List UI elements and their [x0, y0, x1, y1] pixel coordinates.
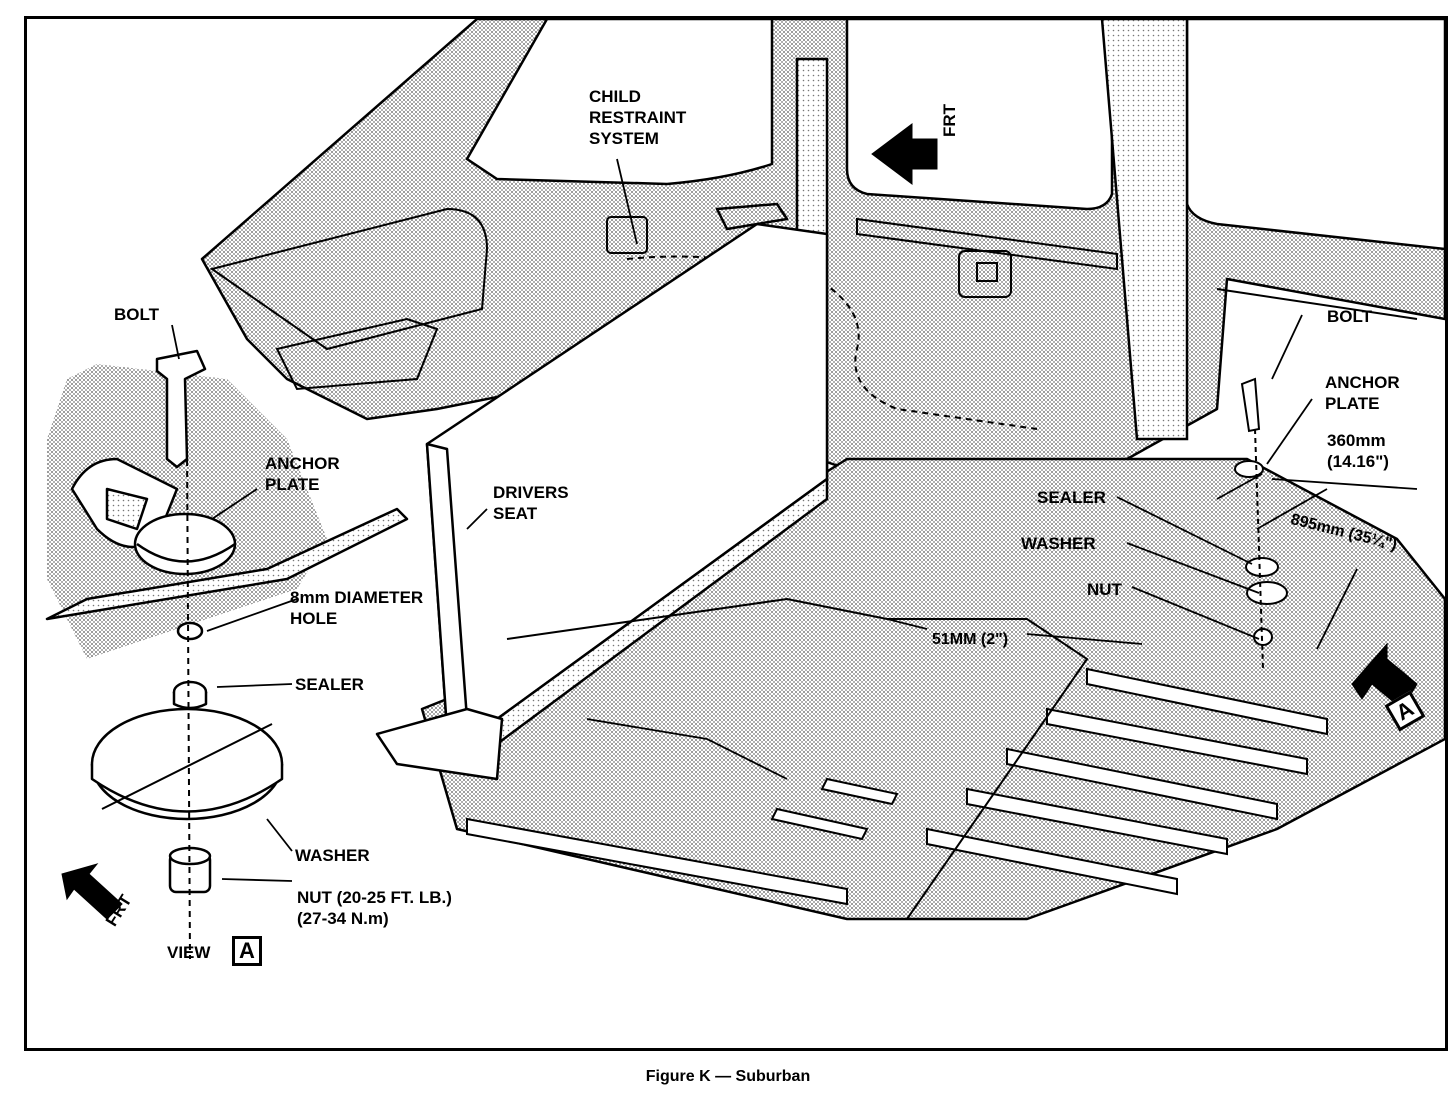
- floor-ribs: [466, 667, 1328, 906]
- label-frt-top: FRT: [940, 103, 959, 137]
- figure-frame: CHILD RESTRAINT SYSTEM DRIVERS SEAT FRT …: [24, 16, 1448, 1051]
- label-child-restraint: CHILD RESTRAINT SYSTEM: [589, 87, 687, 148]
- main-sealer-label: SEALER: [1037, 488, 1106, 507]
- main-51-label: 51MM (2"): [932, 631, 1009, 648]
- view-a-box: A: [232, 936, 262, 966]
- door-trim: [209, 207, 1418, 391]
- drivers-seat: [375, 202, 829, 781]
- main-hardware: [1234, 377, 1288, 670]
- detail-washer-label: WASHER: [295, 846, 370, 865]
- main-nut-label: NUT: [1087, 580, 1122, 599]
- detail-hole-label: 8mm DIAMETER HOLE: [290, 588, 424, 628]
- main-washer-label: WASHER: [1021, 534, 1096, 553]
- main-bolt-label: BOLT: [1327, 307, 1373, 326]
- suburban-floor-illustration: [45, 19, 1445, 960]
- detail-anchor-plate-label: ANCHOR PLATE: [265, 454, 340, 494]
- detail-sealer-label: SEALER: [295, 675, 364, 694]
- main-anchor-plate-label: ANCHOR PLATE: [1325, 373, 1400, 413]
- detail-bolt-label: BOLT: [114, 305, 160, 324]
- view-a-text: VIEW: [167, 943, 211, 962]
- main-dimension-lines: [886, 473, 1418, 650]
- label-drivers-seat: DRIVERS SEAT: [493, 483, 569, 523]
- frt-arrow-bottom: [61, 863, 123, 920]
- frt-arrow-top: [871, 123, 938, 185]
- leader-lines: [171, 158, 1313, 882]
- detail-view: [45, 349, 409, 960]
- detail-nut-label: NUT (20-25 FT. LB.) (27-34 N.m): [297, 888, 452, 928]
- main-360-label: 360mm (14.16"): [1327, 431, 1389, 471]
- figure-caption: Figure K — Suburban: [645, 1068, 811, 1085]
